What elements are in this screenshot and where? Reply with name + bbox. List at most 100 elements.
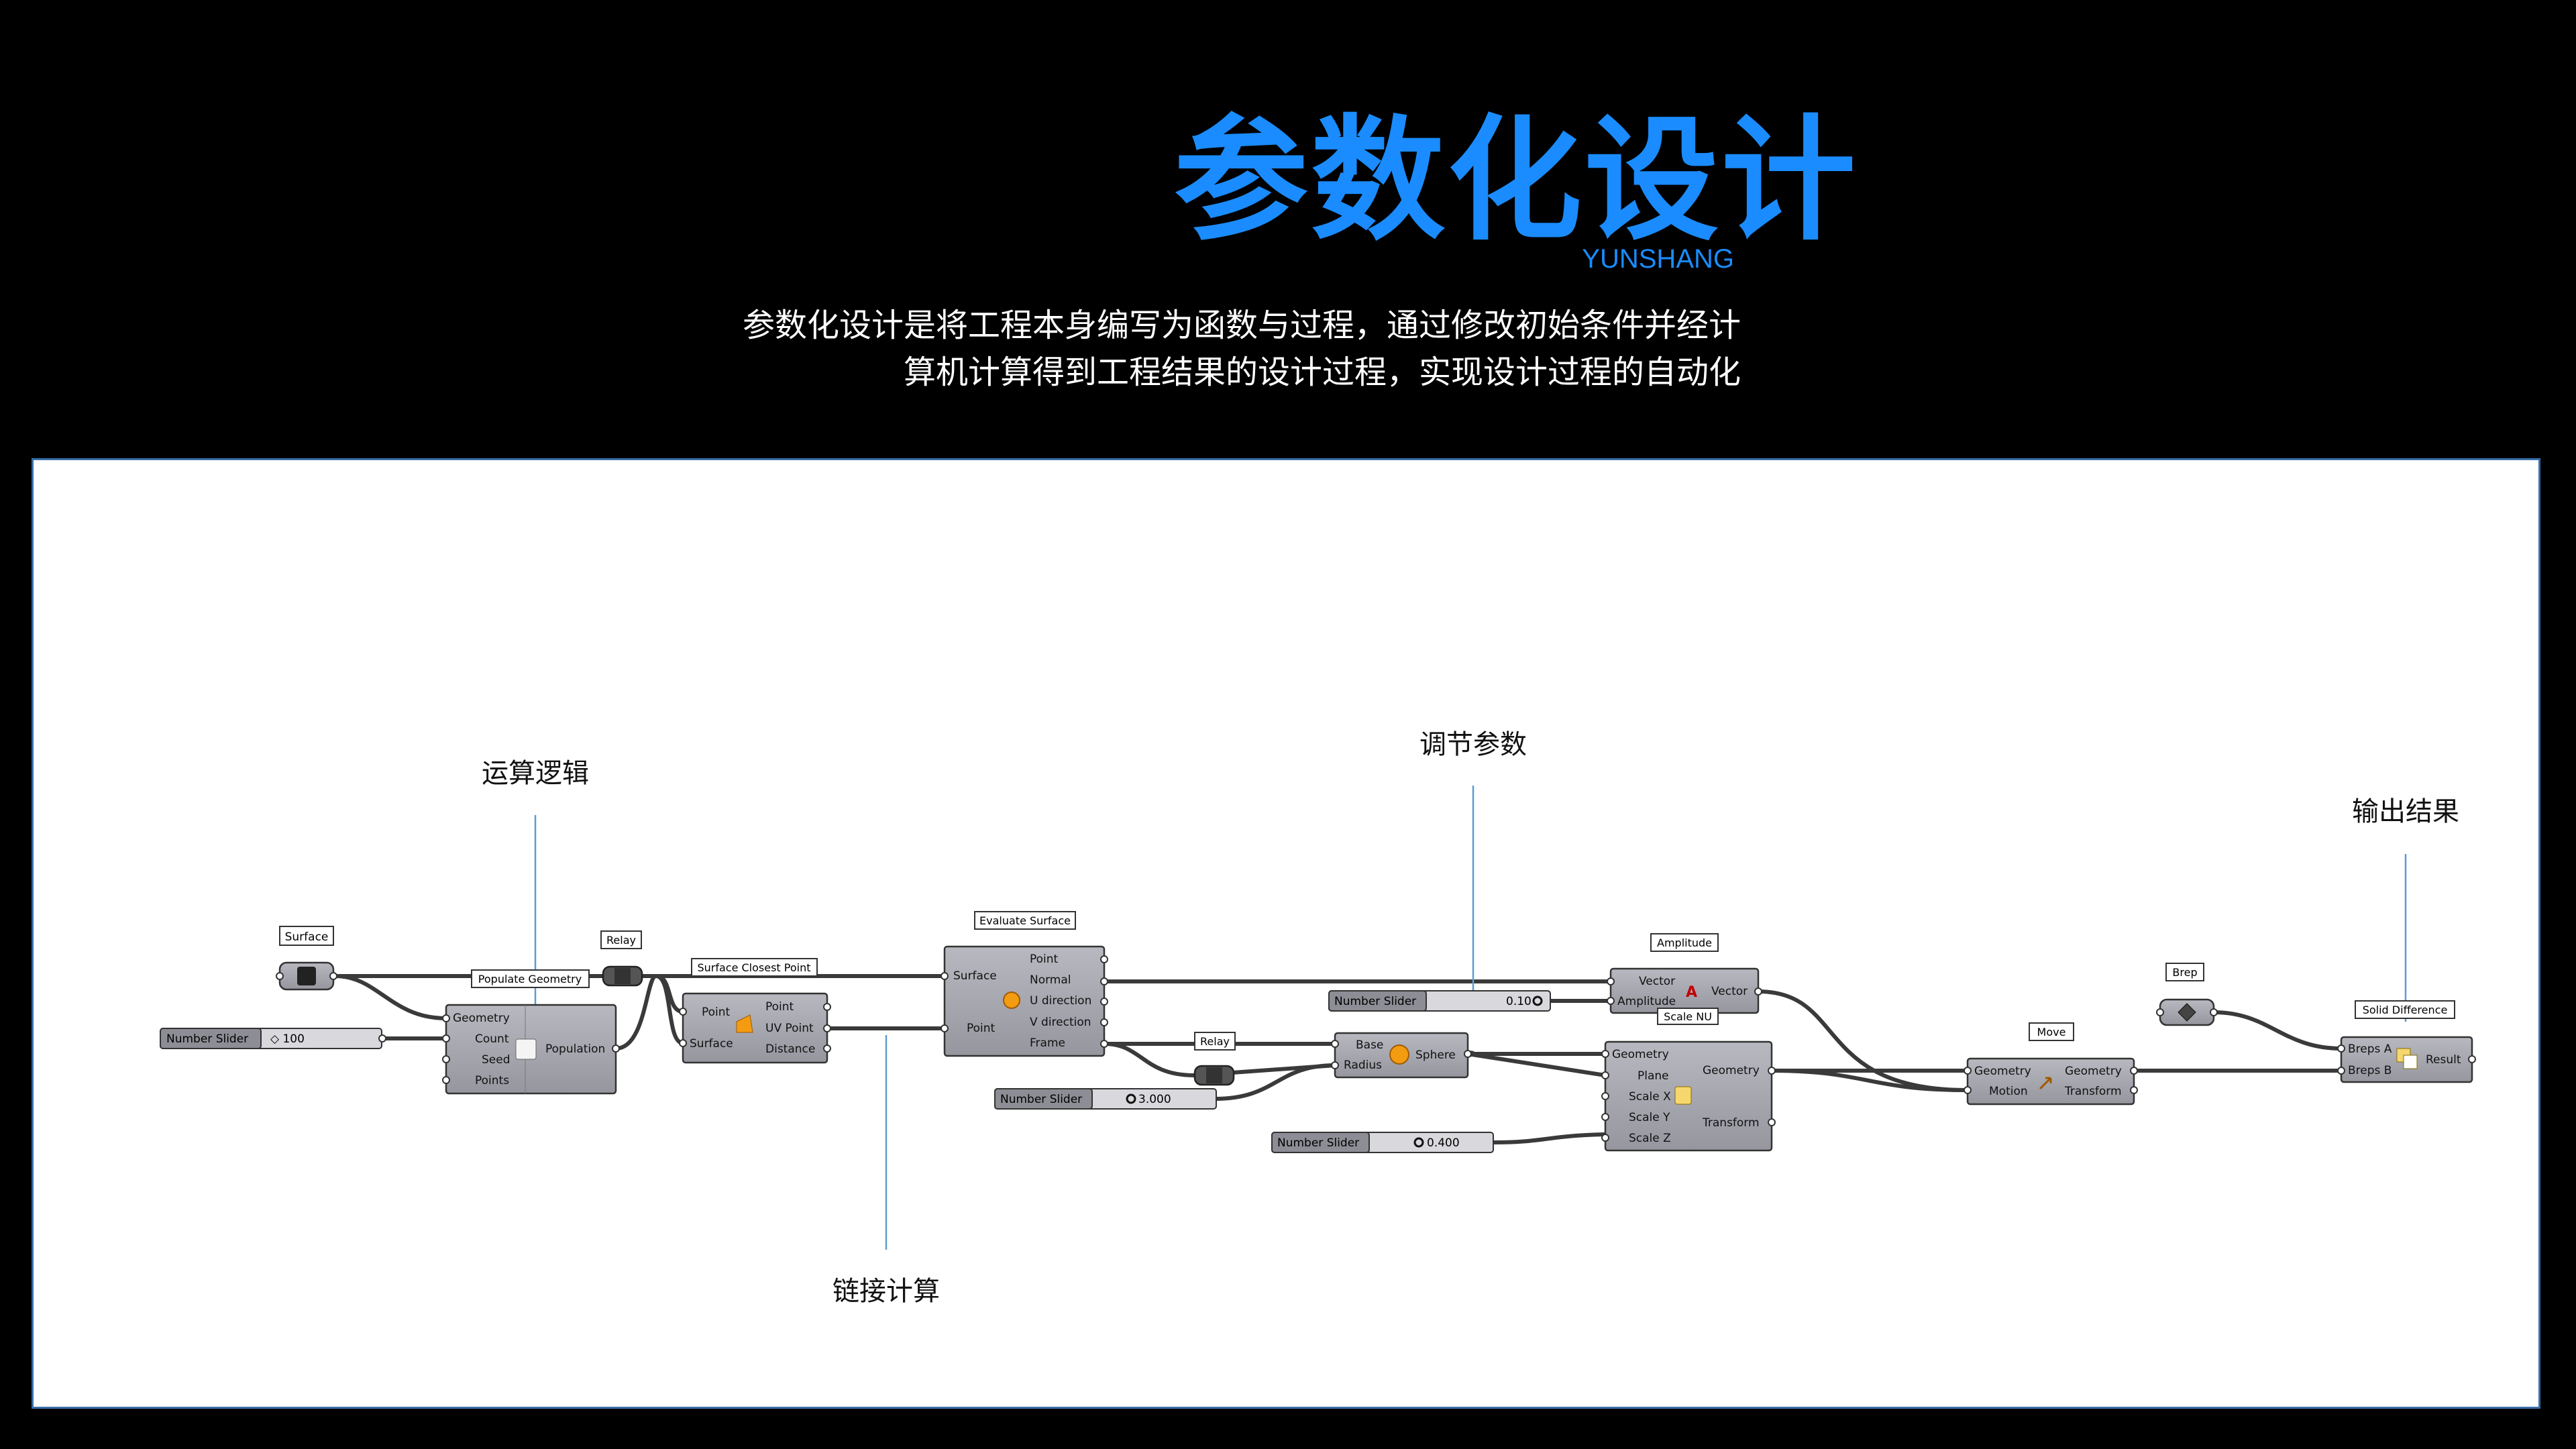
number-slider-radius[interactable]: Number Slider 3.000: [994, 1088, 1217, 1110]
move-in-geometry: Geometry: [1974, 1065, 2031, 1078]
annotation-logic: 运算逻辑: [482, 758, 589, 789]
populate-tag: Populate Geometry: [478, 973, 582, 985]
number-slider-scale[interactable]: Number Slider 0.400: [1271, 1132, 1494, 1153]
populate-in-seed: Seed: [482, 1053, 511, 1067]
solid-tag: Solid Difference: [2363, 1004, 2448, 1016]
surface-tag: Surface: [285, 930, 329, 944]
populate-in-geometry: Geometry: [453, 1012, 510, 1025]
scale-nu-node[interactable]: Scale NU Geometry Plane Scale X Scale Y …: [1601, 1008, 1776, 1152]
wire: [1771, 1069, 1968, 1092]
surface-param[interactable]: Surface: [276, 926, 337, 991]
closest-in-surface: Surface: [690, 1037, 733, 1051]
page-title: 参数化设计: [1174, 103, 1859, 259]
annotation-link: 链接计算: [833, 1276, 940, 1307]
relay-node-2[interactable]: Relay: [1193, 1032, 1236, 1086]
scale-out-geometry: Geometry: [1703, 1064, 1760, 1077]
move-in-motion: Motion: [1989, 1085, 2028, 1098]
sphere-in-base: Base: [1356, 1038, 1383, 1052]
solid-out-result: Result: [2426, 1053, 2461, 1067]
sphere-icon: [1389, 1044, 1409, 1065]
slider-label: Number Slider: [1334, 995, 1416, 1008]
relay-icon: [614, 968, 631, 984]
page-description: 参数化设计是将工程本身编写为函数与过程，通过修改初始条件并经计 算机计算得到工程…: [399, 302, 1741, 396]
solid-in-brepsa: Breps A: [2348, 1042, 2392, 1056]
number-slider-count[interactable]: Number Slider ◇ 100: [160, 1028, 386, 1049]
annotation-output: 输出结果: [2352, 796, 2459, 827]
wire: [1104, 1042, 1195, 1077]
surface-closest-point-node[interactable]: Surface Closest Point Point Surface Poin…: [679, 958, 831, 1064]
closest-out-uvpoint: UV Point: [765, 1022, 814, 1035]
populate-icon: [515, 1038, 537, 1060]
scale-in-scalez: Scale Z: [1629, 1132, 1671, 1145]
number-slider-amplitude[interactable]: Number Slider 0.10: [1328, 990, 1551, 1012]
sphere-in-radius: Radius: [1344, 1059, 1382, 1072]
solid-in-brepsb: Breps B: [2348, 1064, 2392, 1077]
relay-icon: [1206, 1067, 1222, 1083]
brep-tag: Brep: [2172, 966, 2197, 979]
relay2-tag: Relay: [1200, 1035, 1230, 1048]
evaluate-icon: [1003, 991, 1020, 1009]
slider-value: ◇ 100: [270, 1032, 305, 1046]
populate-out-population: Population: [545, 1042, 605, 1056]
move-icon: [2039, 1077, 2052, 1090]
scale-icon: [1674, 1086, 1692, 1105]
annotation-adjust: 调节参数: [1419, 729, 1527, 760]
slider-label: Number Slider: [1277, 1136, 1359, 1150]
description-line-1: 参数化设计是将工程本身编写为函数与过程，通过修改初始条件并经计: [742, 307, 1741, 344]
sphere-node[interactable]: Base Radius Sphere: [1331, 1032, 1472, 1079]
closest-in-point: Point: [702, 1006, 731, 1019]
wire: [615, 974, 657, 1051]
move-out-geometry: Geometry: [2065, 1065, 2122, 1078]
slider-value: 0.400: [1427, 1136, 1460, 1150]
description-line-2: 算机计算得到工程结果的设计过程，实现设计过程的自动化: [903, 354, 1741, 391]
scale-in-scalex: Scale X: [1629, 1090, 1671, 1104]
evaluate-surface-node[interactable]: Evaluate Surface Surface Point Point Nor…: [941, 911, 1108, 1057]
wire: [335, 974, 447, 1020]
wire: [1493, 1132, 1606, 1144]
wire: [1467, 1052, 1606, 1077]
evaluate-out-udir: U direction: [1030, 994, 1091, 1008]
closest-tag: Surface Closest Point: [697, 961, 810, 974]
evaluate-out-frame: Frame: [1030, 1036, 1065, 1050]
solid-difference-node[interactable]: Solid Difference Breps A Breps B Result: [2337, 1000, 2476, 1083]
closest-out-distance: Distance: [765, 1042, 815, 1056]
move-out-transform: Transform: [2064, 1085, 2122, 1098]
amplitude-tag: Amplitude: [1657, 936, 1712, 949]
amplitude-in-vector: Vector: [1639, 975, 1675, 988]
amplitude-icon: A: [1686, 984, 1697, 1001]
scale-in-scaley: Scale Y: [1629, 1111, 1670, 1124]
evaluate-out-vdir: V direction: [1030, 1016, 1091, 1029]
evaluate-tag: Evaluate Surface: [979, 914, 1071, 927]
sphere-out-sphere: Sphere: [1415, 1049, 1456, 1062]
slider-value: 3.000: [1138, 1093, 1171, 1106]
move-node[interactable]: Move Geometry Motion Geometry Transform: [1964, 1022, 2138, 1106]
slider-value: 0.10: [1506, 995, 1532, 1008]
amplitude-in-amplitude: Amplitude: [1617, 995, 1676, 1008]
wire: [655, 974, 684, 1045]
surface-icon: [297, 967, 316, 985]
annotation-lines: [534, 786, 2407, 1250]
annotation-labels: 运算逻辑 调节参数 输出结果 链接计算: [482, 729, 2459, 1307]
scale-out-transform: Transform: [1702, 1116, 1760, 1130]
closest-out-point: Point: [765, 1000, 794, 1014]
move-tag: Move: [2037, 1026, 2066, 1038]
evaluate-out-point: Point: [1030, 953, 1059, 966]
amplitude-out-vector: Vector: [1711, 985, 1748, 998]
closest-icon: [736, 1014, 753, 1033]
populate-in-count: Count: [475, 1032, 509, 1046]
wire: [1214, 1063, 1336, 1101]
wire: [1758, 989, 1968, 1092]
node-graph: 运算逻辑 调节参数 输出结果 链接计算 Surface Number Slide…: [160, 729, 2476, 1307]
relay-node-1[interactable]: Relay: [600, 930, 643, 987]
amplitude-node[interactable]: Amplitude Vector Amplitude Vector A: [1607, 933, 1762, 1014]
brep-icon: [2178, 1003, 2196, 1022]
grasshopper-canvas: 运算逻辑 调节参数 输出结果 链接计算 Surface Number Slide…: [32, 458, 2540, 1409]
scale-in-geometry: Geometry: [1612, 1048, 1669, 1061]
page-subtitle: YUNSHANG: [1582, 244, 1734, 274]
scale-tag: Scale NU: [1664, 1010, 1712, 1023]
populate-geometry-node[interactable]: Populate Geometry Geometry Count Seed Po…: [442, 969, 620, 1095]
relay1-tag: Relay: [606, 934, 636, 947]
evaluate-out-normal: Normal: [1030, 973, 1071, 987]
brep-param[interactable]: Brep: [2156, 963, 2218, 1026]
evaluate-in-surface: Surface: [953, 969, 997, 983]
